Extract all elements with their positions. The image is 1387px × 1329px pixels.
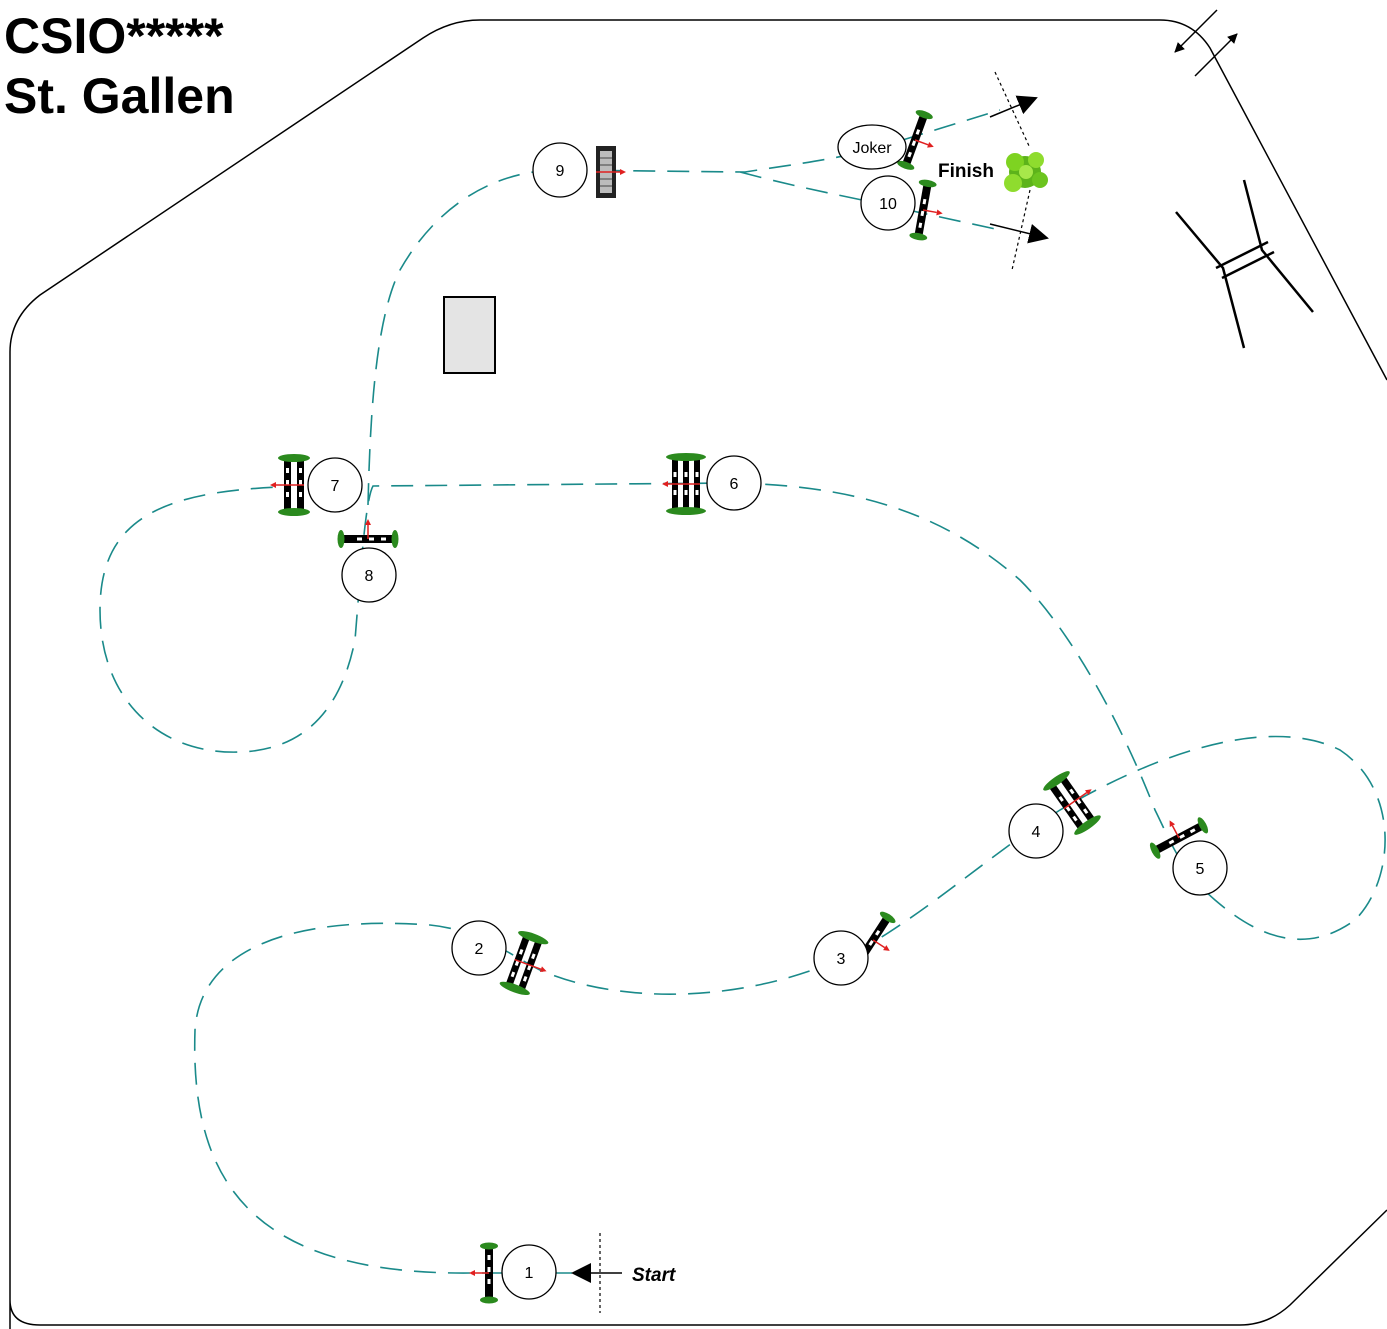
- obstacle-10: 10: [860, 175, 949, 245]
- judges-box-icon: [443, 296, 496, 374]
- obstacle-10-number: 10: [879, 196, 897, 213]
- title-line-2: St. Gallen: [4, 68, 235, 124]
- obstacle-4-number: 4: [1032, 824, 1041, 841]
- obstacle-7: 7: [269, 453, 363, 517]
- obstacle-5-number: 5: [1196, 861, 1205, 878]
- title-line-1: CSIO*****: [4, 8, 224, 64]
- obstacle-7-number: 7: [331, 478, 340, 495]
- obstacle-3-number: 3: [837, 951, 846, 968]
- entrance-arrows-icon: [1174, 9, 1238, 77]
- start-label: Start: [632, 1265, 676, 1286]
- obstacle-6: 6: [661, 452, 762, 516]
- course-route: [99, 109, 1386, 1274]
- bridge-icon: [1175, 179, 1314, 349]
- obstacle-1-number: 1: [525, 1265, 534, 1282]
- finish-marker: Finish: [938, 71, 1049, 271]
- arena-boundary: [9, 19, 1387, 1329]
- obstacle-4: 4: [1008, 763, 1111, 859]
- obstacle-9-number: 9: [556, 163, 565, 180]
- obstacle-8: 8: [336, 518, 400, 603]
- obstacle-2-number: 2: [475, 941, 484, 958]
- obstacle-1: 1: [468, 1241, 557, 1305]
- finish-label: Finish: [938, 161, 994, 182]
- obstacle-2: 2: [451, 920, 558, 1002]
- bush-icon: [1004, 152, 1048, 192]
- start-marker: Start: [571, 1233, 676, 1313]
- obstacle-3: 3: [813, 908, 908, 986]
- joker-label: Joker: [852, 140, 892, 157]
- joker-obstacle: Joker: [837, 107, 945, 177]
- obstacle-8-number: 8: [365, 568, 374, 585]
- obstacle-9: 9: [532, 142, 626, 198]
- course-title: CSIO***** St. Gallen: [4, 6, 235, 126]
- obstacle-6-number: 6: [730, 476, 739, 493]
- obstacle-5: 5: [1141, 805, 1228, 896]
